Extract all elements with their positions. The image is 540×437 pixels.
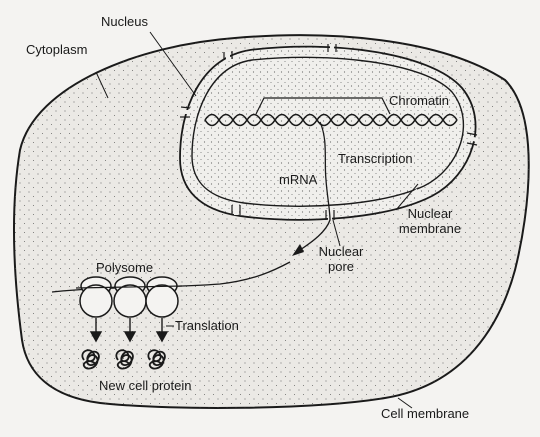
mrna-strand [299, 121, 331, 251]
polysome-ribosomes [79, 276, 179, 318]
nuclear-membrane-label: Nuclear membrane [388, 206, 472, 236]
nuclear-pore-label: Nuclear pore [311, 244, 371, 274]
leader-lines [95, 31, 419, 409]
nuclear-membrane-label-line1: Nuclear [407, 206, 453, 221]
new-cell-protein-label: New cell protein [99, 378, 192, 393]
nuclear-pores [180, 44, 479, 220]
transcription-label: Transcription [338, 151, 413, 166]
chromatin-helix [204, 113, 458, 127]
translation-label: Translation [175, 318, 239, 333]
cell-membrane-label: Cell membrane [381, 406, 470, 421]
nucleus-label: Nucleus [101, 14, 148, 29]
nuclear-pore-label-line2: pore [327, 259, 355, 274]
nuclear-pore-label-line1: Nuclear [318, 244, 364, 259]
cytoplasm-label: Cytoplasm [26, 42, 88, 57]
polysome-label: Polysome [96, 260, 154, 275]
translation-arrows [89, 318, 169, 343]
new-protein-coils [81, 349, 166, 370]
chromatin-bracket [255, 97, 391, 115]
chromatin-label: Chromatin [389, 93, 449, 108]
nuclear-membrane-inner [191, 56, 465, 207]
nuclear-membrane-label-line2: membrane [398, 221, 462, 236]
mrna-arrowhead [292, 244, 304, 256]
mrna-label: mRNA [279, 172, 318, 187]
